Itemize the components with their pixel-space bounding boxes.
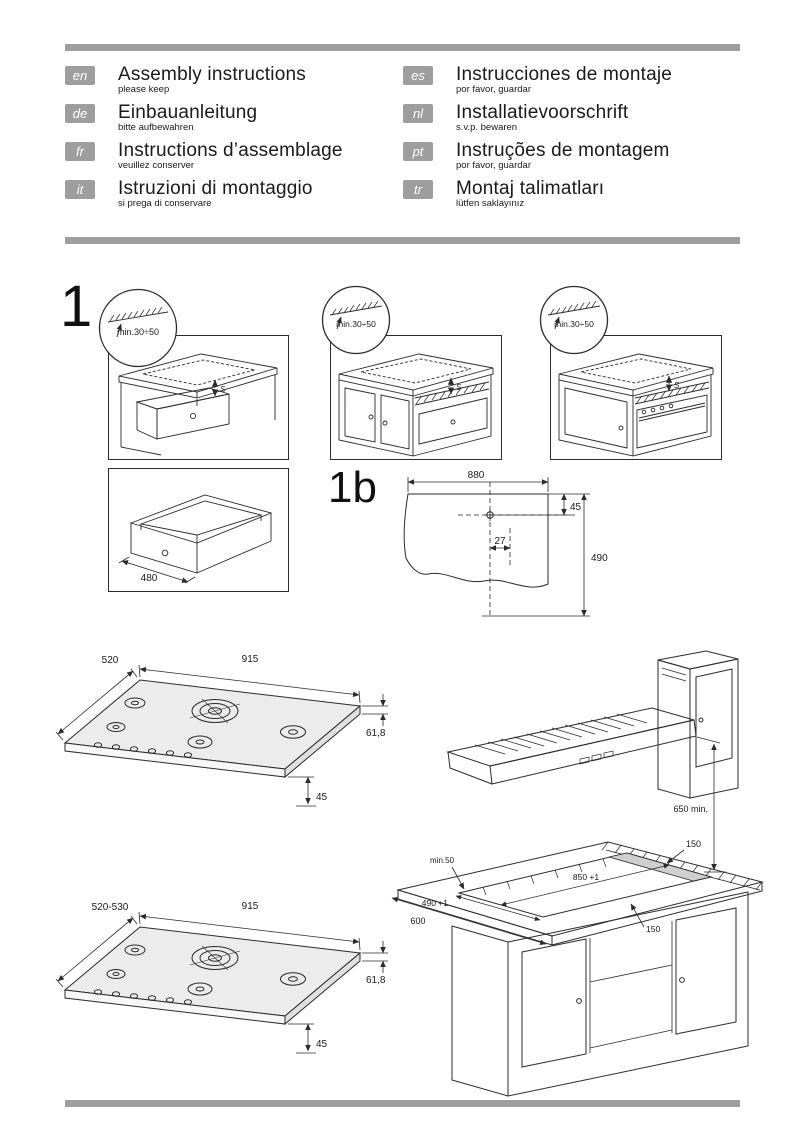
dim-hole-offset: 27 — [494, 536, 506, 547]
hob-drawing-bottom: 520-530 915 61,8 45 — [55, 901, 388, 1054]
language-code-badge: es — [403, 66, 433, 85]
language-code-badge: pt — [403, 142, 433, 161]
min-clearance-callout-1: min.30÷50 — [98, 288, 178, 368]
min-clearance-label: min.30÷50 — [117, 327, 159, 337]
gap-s-label: S — [220, 385, 226, 394]
language-title: Installatievoorschrift — [456, 102, 629, 123]
step-1-label: 1 — [60, 274, 93, 339]
dim-hob-height: 61,8 — [366, 975, 386, 986]
hood-canopy — [446, 707, 695, 767]
dim-hood-clearance: 650 min. — [673, 804, 708, 814]
language-subtitle: s.v.p. bewaren — [456, 122, 518, 133]
language-code-badge: de — [65, 104, 95, 123]
dim-rear-gap: 150 — [686, 839, 701, 849]
language-subtitle: please keep — [118, 84, 170, 95]
dim-side-min: min.50 — [430, 856, 455, 865]
dim-drawer-depth: 480 — [141, 573, 158, 584]
step-1b-label: 1b — [328, 463, 377, 512]
dim-hob-clearance: 45 — [316, 792, 328, 803]
dim-hob-depth: 520 — [102, 655, 119, 666]
dim-hob-width: 915 — [242, 654, 259, 665]
language-code-badge: tr — [403, 180, 433, 199]
oven-cabinet-illustration: S — [558, 353, 714, 457]
dim-worktop-depth: 600 — [410, 916, 425, 926]
min-clearance-callout-3: min.30÷50 — [539, 285, 609, 355]
language-code-badge: fr — [65, 142, 95, 161]
min-clearance-label: min.30÷50 — [554, 319, 594, 329]
dim-hole-top-offset: 45 — [570, 502, 582, 513]
divider-bar-top — [65, 44, 740, 51]
dim-scene-cutout-width: 850 +1 — [573, 872, 600, 882]
dim-cutout-depth: 490 — [591, 553, 608, 564]
min-clearance-label: min.30÷50 — [336, 319, 376, 329]
drawer-detail-frame: 480 — [108, 468, 289, 592]
language-title: Instructions d’assemblage — [118, 140, 343, 161]
step1-drawing-door-cabinet: S — [330, 335, 502, 460]
language-title: Instruções de montagem — [456, 140, 670, 161]
step1-drawing-oven-cabinet: S — [550, 335, 722, 460]
language-subtitle: veuillez conserver — [118, 160, 195, 171]
gap-s-label: S — [456, 383, 462, 392]
drawer-illustration: 480 — [118, 494, 273, 584]
gap-s-label: S — [674, 381, 680, 390]
language-subtitle: por favor, guardar — [456, 84, 531, 95]
language-subtitle: si prega di conservare — [118, 198, 212, 209]
dim-hob-width: 915 — [242, 901, 259, 912]
divider-bar-middle — [65, 237, 740, 244]
language-title: Montaj talimatları — [456, 178, 605, 199]
language-code-badge: it — [65, 180, 95, 199]
language-code-badge: en — [65, 66, 95, 85]
installation-scene-drawing: 650 min. 150 min.50 490 +1 850 +1 600 15… — [391, 650, 764, 1097]
door-cabinet-illustration: S — [338, 353, 494, 457]
language-title: Instrucciones de montaje — [456, 64, 673, 85]
drawer-cabinet-illustration: S — [118, 353, 278, 456]
language-subtitle: bitte aufbewahren — [118, 122, 194, 133]
language-title: Istruzioni di montaggio — [118, 178, 313, 199]
language-title: Assembly instructions — [118, 64, 306, 85]
language-subtitle: lütfen saklayınız — [456, 198, 525, 209]
language-title: Einbauanleitung — [118, 102, 258, 123]
dim-hob-clearance: 45 — [316, 1039, 328, 1050]
dim-hob-height: 61,8 — [366, 728, 386, 739]
tall-unit-top — [657, 650, 739, 670]
dim-cutout-width: 880 — [468, 470, 485, 481]
worktop-cutout-drawing: 880 45 490 27 — [403, 470, 608, 617]
min-clearance-callout-2: min.30÷50 — [321, 285, 391, 355]
dim-hob-depth: 520-530 — [92, 902, 129, 913]
dim-strip-width: 150 — [646, 924, 660, 934]
base-cabinet-front — [507, 891, 749, 1097]
language-subtitle: por favor, guardar — [456, 160, 531, 171]
hob-drawing-top: 520 915 61,8 45 — [55, 654, 388, 807]
language-code-badge: nl — [403, 104, 433, 123]
dim-scene-cutout-depth: 490 +1 — [422, 898, 449, 908]
divider-bar-bottom — [65, 1100, 740, 1107]
